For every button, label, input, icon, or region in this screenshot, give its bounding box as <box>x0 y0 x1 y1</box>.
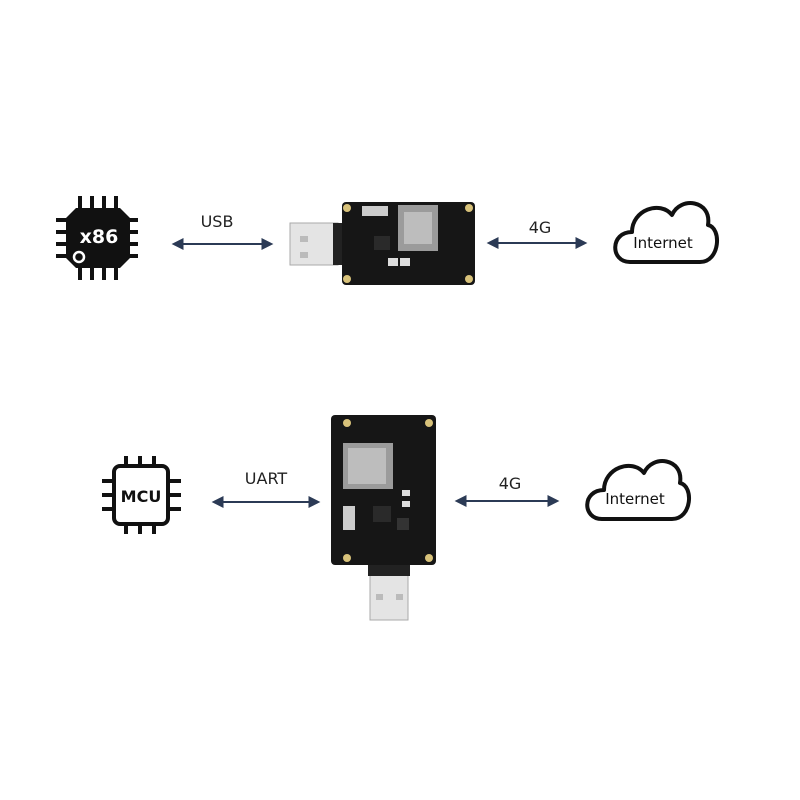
lte-module-board-usb <box>289 202 475 285</box>
4g-label-top: 4G <box>529 218 552 237</box>
x86-cpu-icon: x86 <box>56 196 138 280</box>
cloud-icon-bottom: Internet <box>585 459 692 521</box>
mcu-chip-icon: MCU <box>102 456 181 534</box>
internet-label-bottom: Internet <box>605 490 665 508</box>
x86-label: x86 <box>80 226 119 248</box>
cloud-icon-top: Internet <box>613 201 720 264</box>
usb-label: USB <box>201 212 234 231</box>
lte-module-board-uart <box>331 415 436 621</box>
uart-label: UART <box>245 469 288 488</box>
mcu-label: MCU <box>121 487 162 506</box>
internet-label-top: Internet <box>633 234 693 252</box>
4g-label-bottom: 4G <box>499 474 522 493</box>
